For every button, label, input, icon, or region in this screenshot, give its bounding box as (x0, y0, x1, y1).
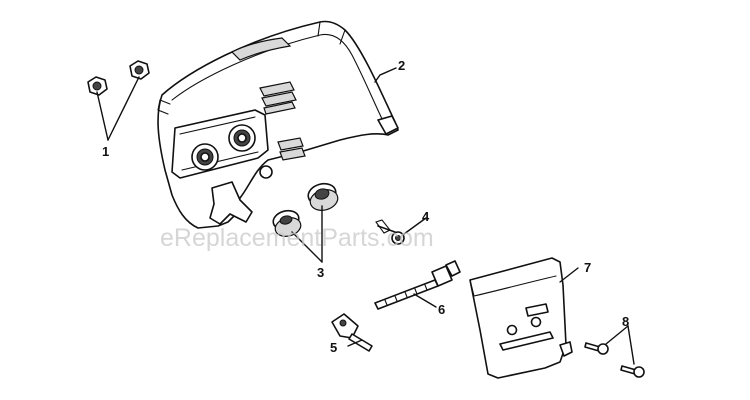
bar-nut-part (87, 60, 150, 96)
bushing-part (272, 182, 339, 237)
clutch-cover-part (157, 20, 399, 229)
watermark-text: eReplacementParts.com (160, 224, 434, 252)
callout-3: 3 (317, 265, 324, 280)
leader-lines (96, 67, 635, 365)
callout-2: 2 (398, 58, 405, 73)
guide-plate-part (469, 257, 573, 379)
callout-1: 1 (102, 144, 109, 159)
callout-6: 6 (438, 302, 445, 317)
callout-7: 7 (584, 260, 591, 275)
callout-4: 4 (422, 209, 430, 224)
adjusting-screw-part (375, 219, 405, 245)
callout-5: 5 (330, 340, 337, 355)
callout-8: 8 (622, 314, 629, 329)
tensioner-pin-part (331, 313, 373, 352)
screw-part (584, 342, 645, 378)
tensioner-rod-part (374, 260, 461, 310)
